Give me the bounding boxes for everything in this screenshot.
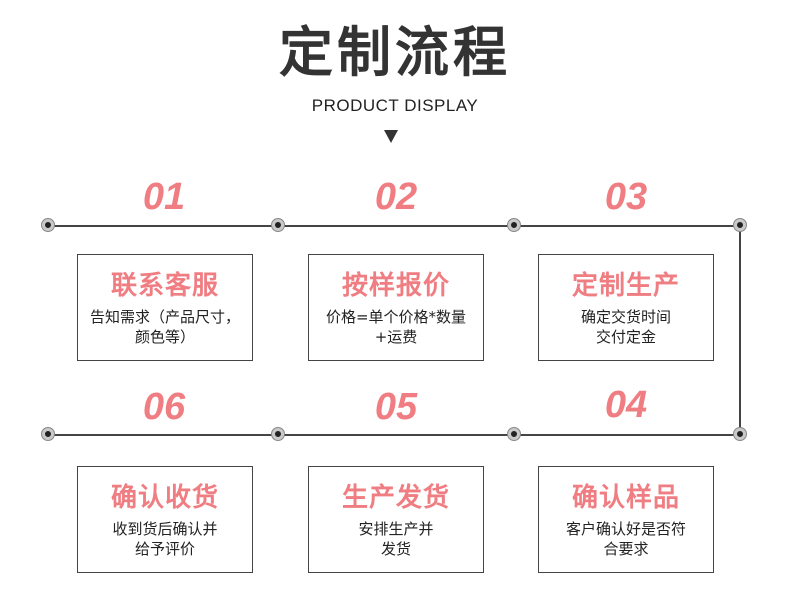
step-box-confirm-receipt: 确认收货 收到货后确认并给予评价 [77,466,253,573]
step-title: 联系客服 [110,271,219,301]
step-title: 按样报价 [341,271,450,301]
step-number-05: 05 [374,386,418,428]
step-title: 确认收货 [110,483,219,513]
step-number-06: 06 [142,386,186,428]
step-description: 安排生产并发货 [358,520,434,558]
step-title: 定制生产 [571,271,680,301]
step-box-quote: 按样报价 价格=单个价格*数量+运费 [308,254,484,361]
down-arrow-icon [384,130,398,143]
timeline-dot [42,219,54,231]
step-title: 确认样品 [571,483,680,513]
step-box-production: 定制生产 确定交货时间交付定金 [538,254,714,361]
step-box-confirm-sample: 确认样品 客户确认好是否符合要求 [538,466,714,573]
right-connector [739,226,741,435]
step-description: 告知需求（产品尺寸，颜色等） [90,308,241,346]
timeline-dot [42,428,54,440]
step-number-02: 02 [374,176,418,218]
step-number-01: 01 [142,176,186,218]
timeline-dot [272,219,284,231]
timeline-dot [734,428,746,440]
step-box-ship: 生产发货 安排生产并发货 [308,466,484,573]
timeline-dot [734,219,746,231]
step-description: 收到货后确认并给予评价 [112,520,218,558]
timeline-dot [272,428,284,440]
step-description: 确定交货时间交付定金 [580,308,671,346]
timeline-dot [508,428,520,440]
step-number-04: 04 [604,384,648,426]
page-subtitle: PRODUCT DISPLAY [311,96,479,115]
timeline-dot [508,219,520,231]
bottom-timeline [48,434,741,436]
top-timeline [48,225,741,227]
step-title: 生产发货 [341,483,450,513]
step-description: 价格=单个价格*数量+运费 [325,308,467,346]
step-box-contact-service: 联系客服 告知需求（产品尺寸，颜色等） [77,254,253,361]
step-description: 客户确认好是否符合要求 [565,520,686,558]
page-title: 定制流程 [279,21,511,84]
step-number-03: 03 [604,176,648,218]
